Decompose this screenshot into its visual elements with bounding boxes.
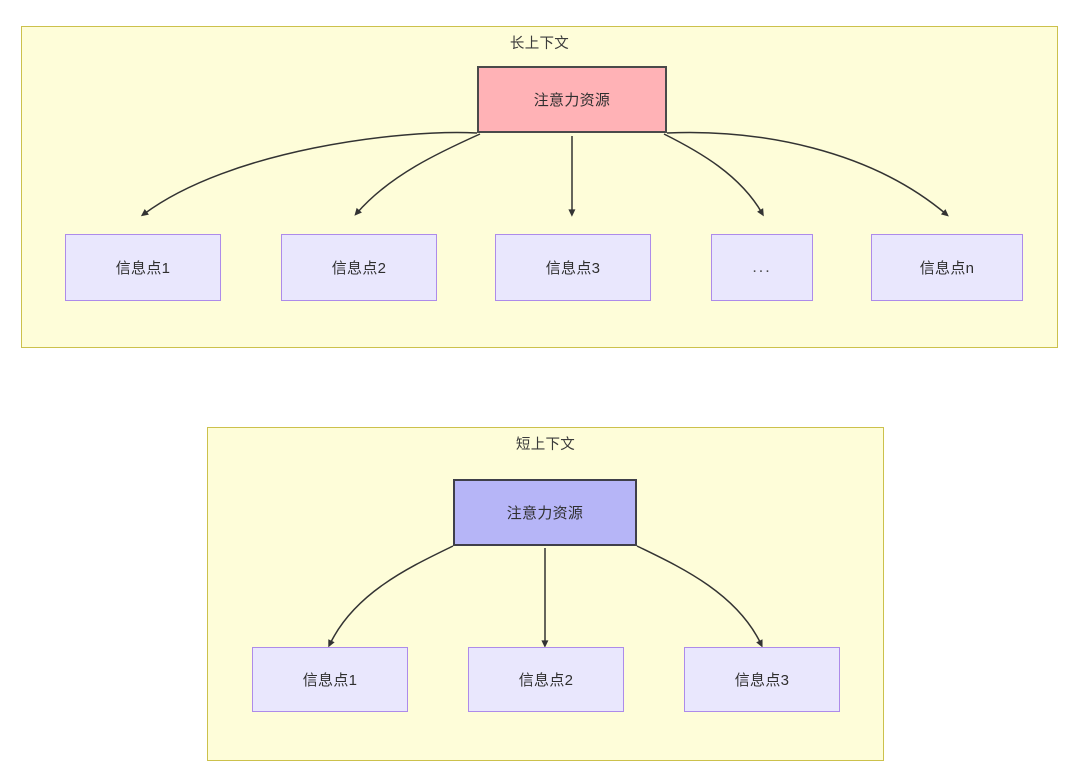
group-title-short-context: 短上下文 (515, 437, 576, 453)
node-label: 信息点2 (331, 260, 387, 277)
node-label: ... (752, 258, 772, 276)
node-label: 信息点3 (545, 260, 601, 277)
node-label: 注意力资源 (506, 505, 584, 522)
node-leaf-long-2[interactable]: 信息点2 (281, 234, 437, 301)
node-leaf-long-n[interactable]: 信息点n (871, 234, 1023, 301)
node-root-attention-resource-short[interactable]: 注意力资源 (453, 479, 637, 546)
node-leaf-long-ellipsis[interactable]: ... (711, 234, 813, 301)
node-label: 信息点1 (302, 672, 358, 689)
node-label: 信息点3 (734, 672, 790, 689)
node-label: 信息点2 (518, 672, 574, 689)
node-root-attention-resource-long[interactable]: 注意力资源 (477, 66, 667, 133)
node-label: 信息点1 (115, 260, 171, 277)
node-leaf-short-2[interactable]: 信息点2 (468, 647, 624, 712)
node-label: 信息点n (919, 260, 975, 277)
node-leaf-short-1[interactable]: 信息点1 (252, 647, 408, 712)
node-leaf-short-3[interactable]: 信息点3 (684, 647, 840, 712)
group-title-long-context: 长上下文 (509, 36, 570, 52)
node-leaf-long-1[interactable]: 信息点1 (65, 234, 221, 301)
node-leaf-long-3[interactable]: 信息点3 (495, 234, 651, 301)
node-label: 注意力资源 (533, 92, 611, 109)
